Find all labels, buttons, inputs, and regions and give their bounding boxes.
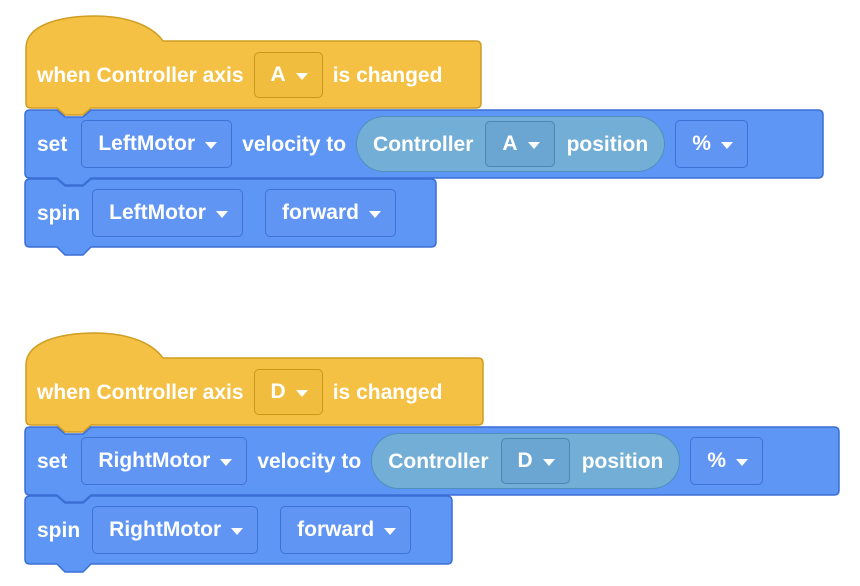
velocity-to-label: velocity to [257, 449, 362, 473]
set-keyword: set [37, 132, 68, 156]
chevron-down-icon [231, 527, 244, 535]
motor-dropdown[interactable]: RightMotor [92, 506, 259, 554]
direction-dropdown[interactable]: forward [264, 189, 396, 237]
hat-suffix-label: is changed [332, 63, 443, 87]
reporter-suffix-label: position [566, 132, 649, 156]
velocity-to-label: velocity to [242, 132, 347, 156]
direction-dropdown-value: forward [281, 201, 359, 224]
set-velocity-block[interactable]: set LeftMotor velocity to Controller A p… [24, 109, 825, 186]
motor-dropdown[interactable]: LeftMotor [92, 189, 243, 237]
axis-dropdown-value: A [270, 63, 286, 86]
axis-dropdown[interactable]: D [253, 369, 323, 415]
spin-keyword: spin [37, 518, 81, 542]
direction-dropdown[interactable]: forward [280, 506, 412, 554]
reporter-axis-value: A [502, 132, 518, 155]
chevron-down-icon [220, 458, 233, 466]
reporter-axis-dropdown[interactable]: D [500, 438, 570, 484]
unit-dropdown-value: % [692, 132, 711, 155]
when-axis-changed-hat-block[interactable]: when Controller axis A is changed [25, 15, 485, 116]
hat-block-shape [25, 15, 482, 116]
spin-keyword: spin [37, 201, 81, 225]
unit-dropdown-value: % [707, 449, 727, 472]
motor-dropdown-value: LeftMotor [109, 201, 206, 224]
motor-dropdown-value: RightMotor [98, 449, 211, 472]
set-keyword: set [37, 449, 68, 473]
motor-dropdown[interactable]: RightMotor [81, 437, 248, 485]
chevron-down-icon [720, 141, 733, 149]
reporter-axis-dropdown[interactable]: A [485, 121, 555, 167]
chevron-down-icon [369, 210, 381, 218]
reporter-axis-value: D [517, 449, 533, 472]
hat-prefix-label: when Controller axis [37, 380, 244, 404]
spin-block[interactable]: spin RightMotor forward [24, 495, 455, 573]
axis-dropdown-value: D [270, 380, 286, 403]
unit-dropdown[interactable]: % [675, 120, 748, 168]
hat-suffix-label: is changed [332, 380, 443, 404]
chevron-down-icon [527, 141, 540, 149]
reporter-suffix-label: position [581, 449, 664, 473]
unit-dropdown[interactable]: % [690, 437, 764, 485]
direction-dropdown-value: forward [297, 518, 375, 541]
motor-dropdown-value: LeftMotor [98, 132, 196, 155]
chevron-down-icon [215, 210, 228, 218]
chevron-down-icon [295, 389, 308, 397]
motor-dropdown-value: RightMotor [109, 518, 222, 541]
controller-position-reporter[interactable]: Controller D position [371, 433, 681, 489]
when-axis-changed-hat-block[interactable]: when Controller axis D is changed [25, 332, 487, 433]
hat-prefix-label: when Controller axis [37, 63, 244, 87]
chevron-down-icon [736, 458, 749, 466]
set-velocity-block[interactable]: set RightMotor velocity to Controller D … [24, 426, 841, 503]
controller-position-reporter[interactable]: Controller A position [356, 116, 666, 172]
chevron-down-icon [542, 458, 555, 466]
chevron-down-icon [295, 72, 308, 80]
axis-dropdown[interactable]: A [253, 52, 323, 98]
chevron-down-icon [384, 527, 397, 535]
reporter-source-label: Controller [373, 132, 474, 156]
chevron-down-icon [205, 141, 218, 149]
reporter-source-label: Controller [388, 449, 489, 473]
spin-block[interactable]: spin LeftMotor forward [24, 178, 439, 256]
motor-dropdown[interactable]: LeftMotor [81, 120, 233, 168]
